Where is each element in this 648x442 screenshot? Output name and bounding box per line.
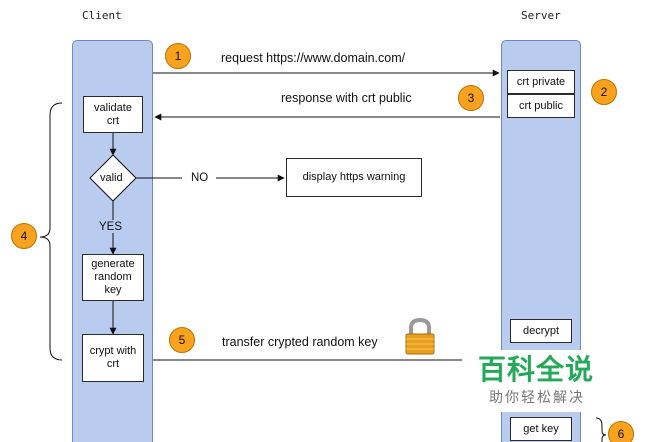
padlock-icon — [405, 317, 435, 355]
validate-crt-box: validate crt — [83, 96, 143, 133]
decrypt-box: decrypt — [510, 319, 572, 343]
valid-decision-diamond — [89, 154, 137, 202]
step-5-badge: 5 — [169, 327, 195, 353]
crt-private-box: crt private — [507, 70, 575, 94]
no-branch-label: NO — [191, 172, 209, 184]
valid-decision-label: valid — [100, 172, 123, 184]
group-brace-left — [39, 102, 63, 361]
response-message-label: response with crt public — [281, 91, 412, 105]
https-warning-box: display https warning — [286, 158, 422, 197]
crypt-with-crt-label: crypt with crt — [89, 345, 137, 370]
server-lane-label: Server — [521, 9, 561, 22]
get-key-label: get key — [523, 422, 559, 435]
request-message-label: request https://www.domain.com/ — [221, 51, 406, 65]
crt-public-label: crt public — [518, 99, 564, 112]
watermark-backdrop — [462, 350, 612, 412]
step-3-badge: 3 — [458, 85, 484, 111]
yes-branch-label: YES — [99, 221, 123, 233]
step-4-badge: 4 — [11, 223, 37, 249]
generate-key-box: generate random key — [82, 254, 144, 301]
transfer-message-label: transfer crypted random key — [222, 335, 378, 349]
step-2-badge: 2 — [591, 79, 617, 105]
crypt-with-crt-box: crypt with crt — [82, 334, 144, 382]
step-6-badge: 6 — [608, 421, 634, 442]
client-lane-label: Client — [82, 9, 122, 22]
crt-public-box: crt public — [507, 94, 575, 118]
watermark-title: 百科全说 — [478, 353, 595, 386]
https-warning-label: display https warning — [302, 171, 406, 183]
step-1-badge: 1 — [165, 43, 191, 69]
decrypt-label: decrypt — [522, 324, 560, 337]
watermark-subtitle: 助你轻松解决 — [489, 390, 585, 406]
group-brace-right — [595, 417, 607, 442]
crt-private-label: crt private — [516, 75, 566, 88]
validate-crt-label: validate crt — [94, 101, 132, 127]
get-key-box: get key — [510, 417, 572, 441]
generate-key-label: generate random key — [91, 258, 135, 296]
